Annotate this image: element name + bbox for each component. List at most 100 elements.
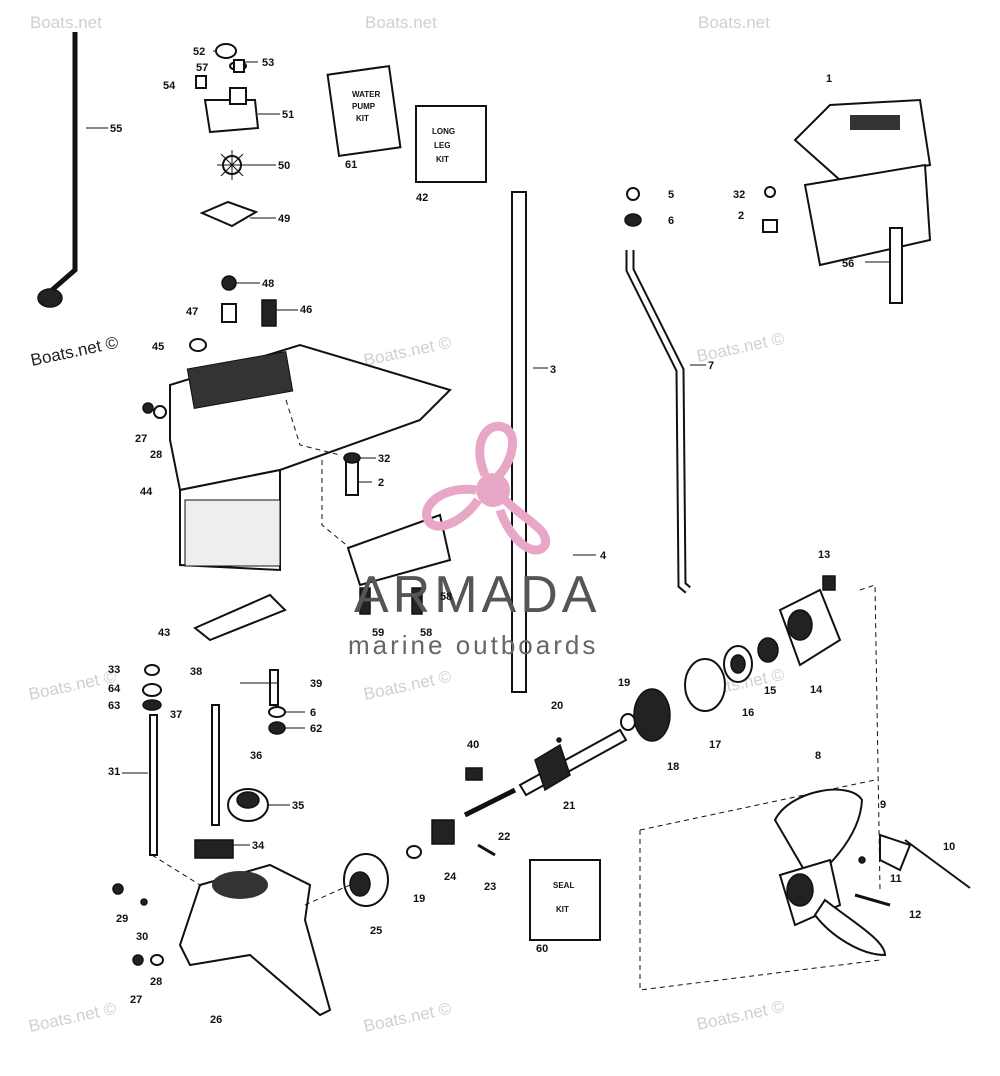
callout-label: 33: [108, 664, 120, 676]
callout-label: 15: [764, 685, 776, 697]
armada-tagline: marine outboards: [348, 630, 598, 660]
part-8-propeller: [773, 788, 887, 957]
callout-label: 39: [310, 678, 322, 690]
part-29-screw: [112, 883, 124, 895]
callout-label: 53: [262, 57, 274, 69]
part-19-washer: [406, 845, 422, 859]
callout-label: 31: [108, 766, 120, 778]
callout-label: 22: [498, 831, 510, 843]
part-12-pin: [854, 893, 891, 907]
callout-label: 16: [742, 707, 754, 719]
kit-label: LEG: [434, 141, 450, 150]
callout-label: 62: [310, 723, 322, 735]
part-58-bracket: [346, 513, 452, 587]
part-27: [142, 402, 154, 414]
part-17-oring: [684, 658, 726, 712]
callout-label: 36: [250, 750, 262, 762]
part-18-gear: [633, 688, 671, 742]
part-50-impeller: [217, 150, 247, 180]
callout-label: 28: [150, 976, 162, 988]
part-55-shift-rod: [37, 32, 78, 308]
part-43-gasket: [193, 593, 287, 642]
callout-label: 58: [440, 591, 452, 603]
callout-label: 3: [550, 364, 556, 376]
part-51-neck: [229, 87, 247, 105]
callout-label: 46: [300, 304, 312, 316]
callout-label: 63: [108, 700, 120, 712]
part-16-bearing: [723, 645, 753, 683]
watermark: Boats.net ©: [362, 999, 454, 1036]
part-44-driveshaft-housing: [169, 343, 452, 572]
watermark: Boats.net ©: [27, 667, 119, 704]
part-6-washer: [268, 706, 286, 718]
callout-label: 10: [943, 841, 955, 853]
part-33: [144, 664, 160, 676]
part-28: [150, 954, 164, 966]
part-40-spring: [465, 767, 483, 781]
part-32-washer: [764, 186, 776, 198]
callout-label: 11: [890, 873, 902, 885]
part-5-grommet: [626, 187, 640, 201]
part-54: [195, 75, 207, 89]
part-49-plate: [199, 200, 259, 228]
callout-label: 6: [310, 707, 316, 719]
seal-kit-box: SEAL KIT: [529, 859, 601, 941]
callout-label: 18: [667, 761, 679, 773]
callout-labels: 52 57 53 54 51 50 49 48 47 46 45 55 61 4…: [108, 46, 955, 1026]
callout-label: 27: [130, 994, 142, 1006]
callout-label: 9: [880, 799, 886, 811]
part-45: [189, 338, 207, 352]
part-20-ball: [556, 737, 562, 743]
callout-label: 8: [815, 750, 821, 762]
callout-label: 4: [600, 550, 607, 562]
part-56-tube: [889, 227, 903, 304]
callout-label: 55: [110, 123, 122, 135]
part-1-extension: [793, 98, 932, 267]
callout-label: 43: [158, 627, 170, 639]
part-14-bearing-carrier: [778, 588, 842, 667]
watermark: Boats.net: [365, 13, 437, 32]
callout-label: 54: [163, 80, 176, 92]
part-6-washer: [624, 213, 642, 227]
part-23-pin: [477, 843, 496, 857]
callout-label: 57: [196, 62, 208, 74]
watermark: Boats.net ©: [27, 999, 119, 1036]
callout-label: 21: [563, 800, 575, 812]
water-pump-stack: [189, 43, 277, 352]
part-26-gear-housing: [178, 863, 332, 1017]
watermark-layer: Boats.net Boats.net Boats.net Boats.net …: [27, 13, 787, 1036]
part-46: [261, 299, 277, 327]
part-30: [140, 898, 148, 906]
part-11: [858, 856, 866, 864]
callout-label: 17: [709, 739, 721, 751]
watermark: Boats.net ©: [695, 997, 787, 1034]
callout-label: 64: [108, 683, 121, 695]
callout-label: 2: [378, 477, 384, 489]
callout-label: 23: [484, 881, 496, 893]
part-28: [153, 405, 167, 419]
armada-logo-blade: [475, 421, 518, 480]
part-64: [142, 683, 162, 697]
part-9-nut: [879, 833, 912, 872]
kit-label: KIT: [436, 155, 449, 164]
callout-label: 58: [420, 627, 432, 639]
callout-label: 51: [282, 109, 294, 121]
callout-label: 60: [536, 943, 548, 955]
callout-label: 24: [444, 871, 457, 883]
callout-label: 38: [190, 666, 202, 678]
callout-label: 26: [210, 1014, 222, 1026]
callout-label: 29: [116, 913, 128, 925]
part-13-screw: [822, 575, 836, 591]
callout-label: 19: [413, 893, 425, 905]
callout-label: 40: [467, 739, 479, 751]
water-pump-kit-box: WATER PUMP KIT: [326, 64, 402, 158]
part-22-pin: [463, 787, 517, 818]
callout-label: 20: [551, 700, 563, 712]
part-34-clip: [194, 839, 234, 859]
armada-logo: ARMADA marine outboards: [348, 421, 598, 660]
callout-label: 12: [909, 909, 921, 921]
armada-logo-blade: [495, 496, 551, 555]
kit-label: KIT: [356, 114, 369, 123]
callout-label: 47: [186, 306, 198, 318]
callout-label: 59: [372, 627, 384, 639]
